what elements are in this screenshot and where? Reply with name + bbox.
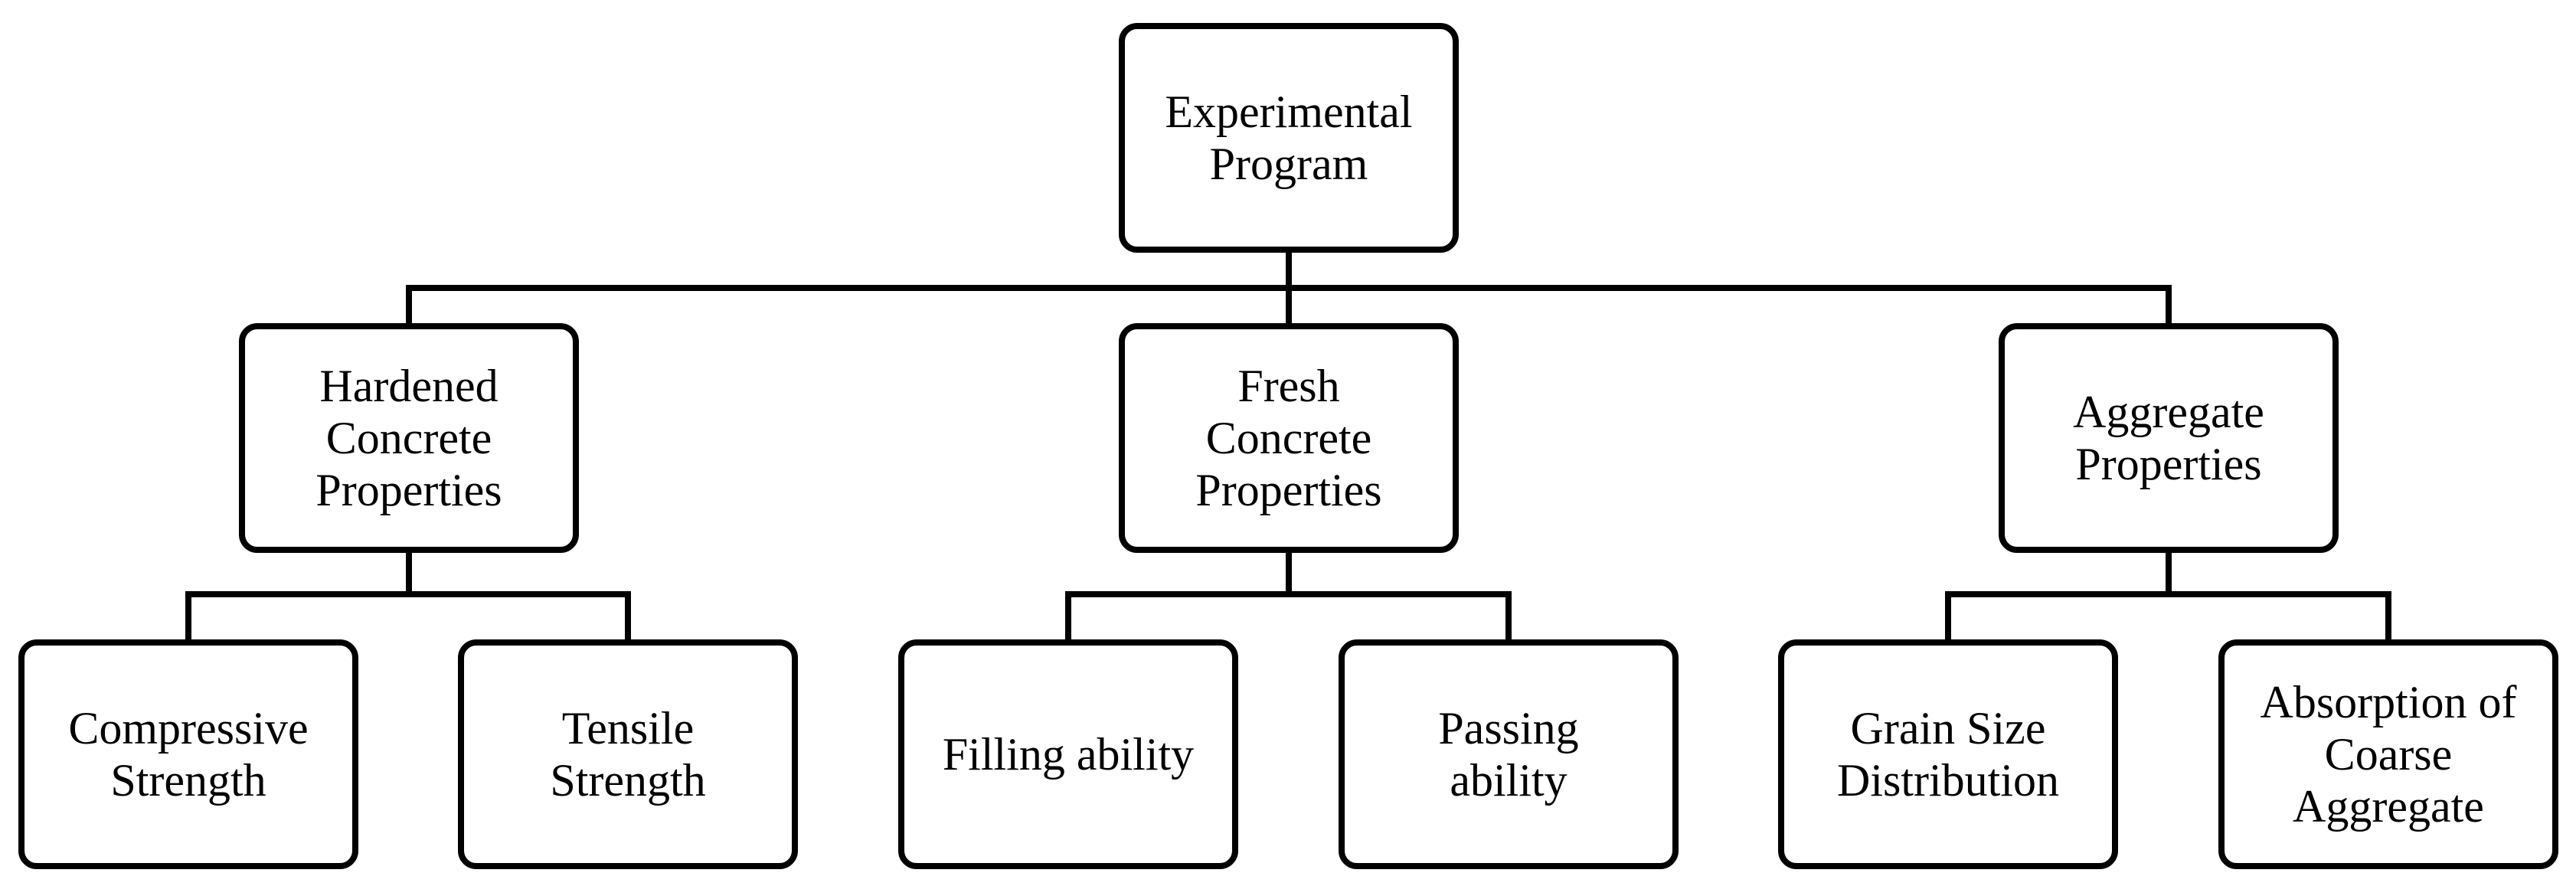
node-label: Hardened Concrete Properties [315,361,502,515]
node-absorption-of-coarse-aggregate: Absorption of Coarse Aggregate [2218,639,2558,869]
node-label: Absorption of Coarse Aggregate [2260,677,2517,832]
node-label: Compressive Strength [68,703,309,806]
node-hardened-concrete-properties: Hardened Concrete Properties [239,323,579,553]
node-tensile-strength: Tensile Strength [458,639,798,869]
node-label: Grain Size Distribution [1836,703,2059,806]
node-passing-ability: Passing ability [1339,639,1679,869]
node-label: Tensile Strength [550,703,706,806]
node-grain-size-distribution: Grain Size Distribution [1778,639,2118,869]
node-label: Passing ability [1438,703,1579,806]
node-compressive-strength: Compressive Strength [18,639,358,869]
node-filling-ability: Filling ability [898,639,1238,869]
node-experimental-program: Experimental Program [1119,23,1459,253]
node-label: Aggregate Properties [2073,387,2264,489]
node-label: Experimental Program [1165,87,1413,189]
node-label: Filling ability [942,729,1195,780]
node-label: Fresh Concrete Properties [1195,361,1382,515]
node-aggregate-properties: Aggregate Properties [1999,323,2339,553]
node-fresh-concrete-properties: Fresh Concrete Properties [1119,323,1459,553]
